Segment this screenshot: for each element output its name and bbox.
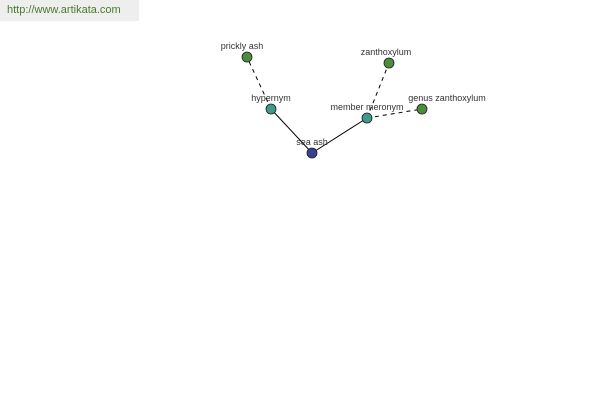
- node-label-word-prickly-ash: prickly ash: [221, 41, 264, 51]
- node-word-zanthoxylum[interactable]: [383, 57, 395, 69]
- source-url[interactable]: http://www.artikata.com: [0, 0, 139, 21]
- node-label-center: sea ash: [296, 137, 328, 147]
- node-center[interactable]: [306, 147, 318, 159]
- node-relation-hypernym[interactable]: [265, 103, 277, 115]
- node-word-prickly-ash[interactable]: [241, 51, 253, 63]
- graph-labels: sea ash hypernym prickly ash member meronym…: [221, 41, 486, 147]
- node-label-relation-member-meronym: member meronym: [330, 102, 403, 112]
- graph-nodes: [241, 51, 428, 159]
- edge-member-meronym-to-zanthoxylum: [366, 62, 390, 119]
- node-relation-member-meronym[interactable]: [361, 112, 373, 124]
- edge-member-meronym-to-genus-zanthoxylum: [366, 108, 423, 119]
- node-label-relation-hypernym: hypernym: [251, 93, 291, 103]
- edge-center-to-hypernym: [270, 108, 313, 154]
- node-word-genus-zanthoxylum[interactable]: [416, 103, 428, 115]
- edge-center-to-member-meronym: [311, 117, 368, 154]
- node-label-word-zanthoxylum: zanthoxylum: [361, 47, 412, 57]
- edge-hypernym-to-prickly-ash: [246, 56, 272, 110]
- graph-edges: [246, 56, 423, 154]
- node-label-word-genus-zanthoxylum: genus zanthoxylum: [408, 93, 486, 103]
